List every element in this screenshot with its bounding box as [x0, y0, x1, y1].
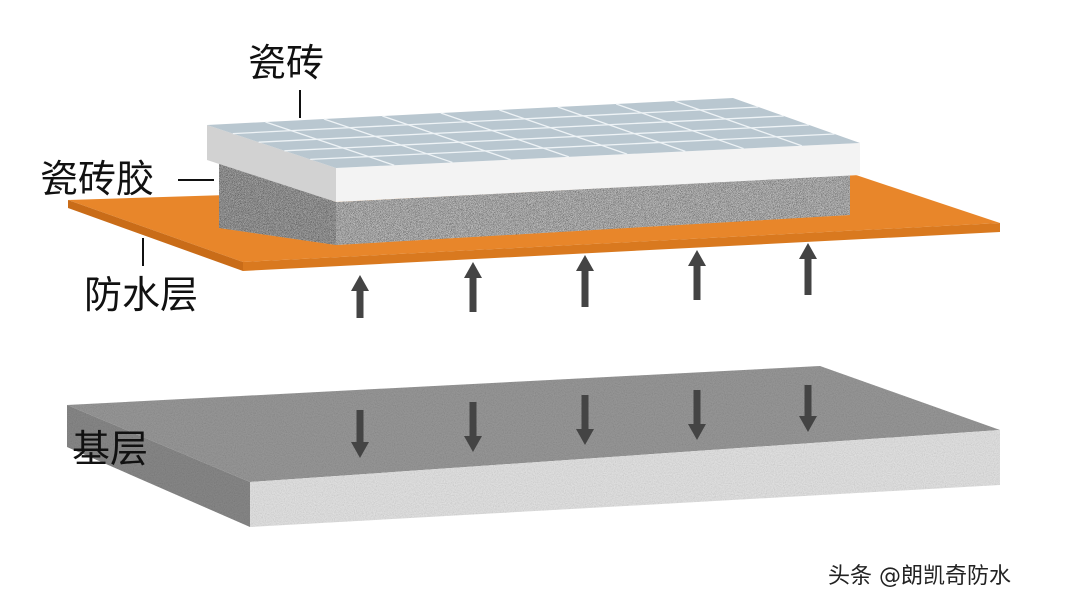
tile-grid-line	[615, 103, 744, 150]
tile-slab	[207, 98, 860, 202]
tile-grid-line	[232, 106, 759, 135]
arrow-up-icon	[351, 275, 369, 318]
tile-grid-line	[499, 109, 628, 155]
arrow-down-icon	[688, 390, 706, 440]
arrow-up-icon	[688, 250, 706, 300]
arrow-down-icon	[464, 402, 482, 452]
label-tile-adhesive: 瓷砖胶	[40, 157, 155, 201]
tile-grid-line	[310, 133, 835, 161]
tile-adhesive-block	[219, 160, 850, 245]
arrows	[351, 243, 817, 458]
tile-grid-line	[674, 100, 802, 147]
arrow-down-icon	[351, 410, 369, 458]
tile-grid-line	[284, 124, 810, 152]
arrow-down-icon	[576, 395, 594, 445]
base-layer-slab	[67, 366, 1000, 527]
tile-grid-line	[440, 112, 570, 158]
tile-grid-line	[557, 106, 686, 152]
label-tile: 瓷砖	[248, 41, 325, 85]
label-base-layer: 基层	[72, 427, 149, 471]
tile-grid-line	[382, 115, 511, 161]
watermark: 头条 @朗凯奇防水	[828, 564, 1011, 589]
tile-grid-line	[323, 118, 453, 164]
label-waterproof-layer: 防水层	[84, 273, 199, 317]
arrow-up-icon	[799, 243, 817, 295]
tile-grid-line	[265, 121, 395, 166]
arrow-up-icon	[576, 255, 594, 307]
tile-grid	[232, 100, 835, 166]
arrow-down-icon	[799, 385, 817, 432]
tile-grid-line	[258, 115, 784, 143]
arrow-up-icon	[464, 262, 482, 312]
